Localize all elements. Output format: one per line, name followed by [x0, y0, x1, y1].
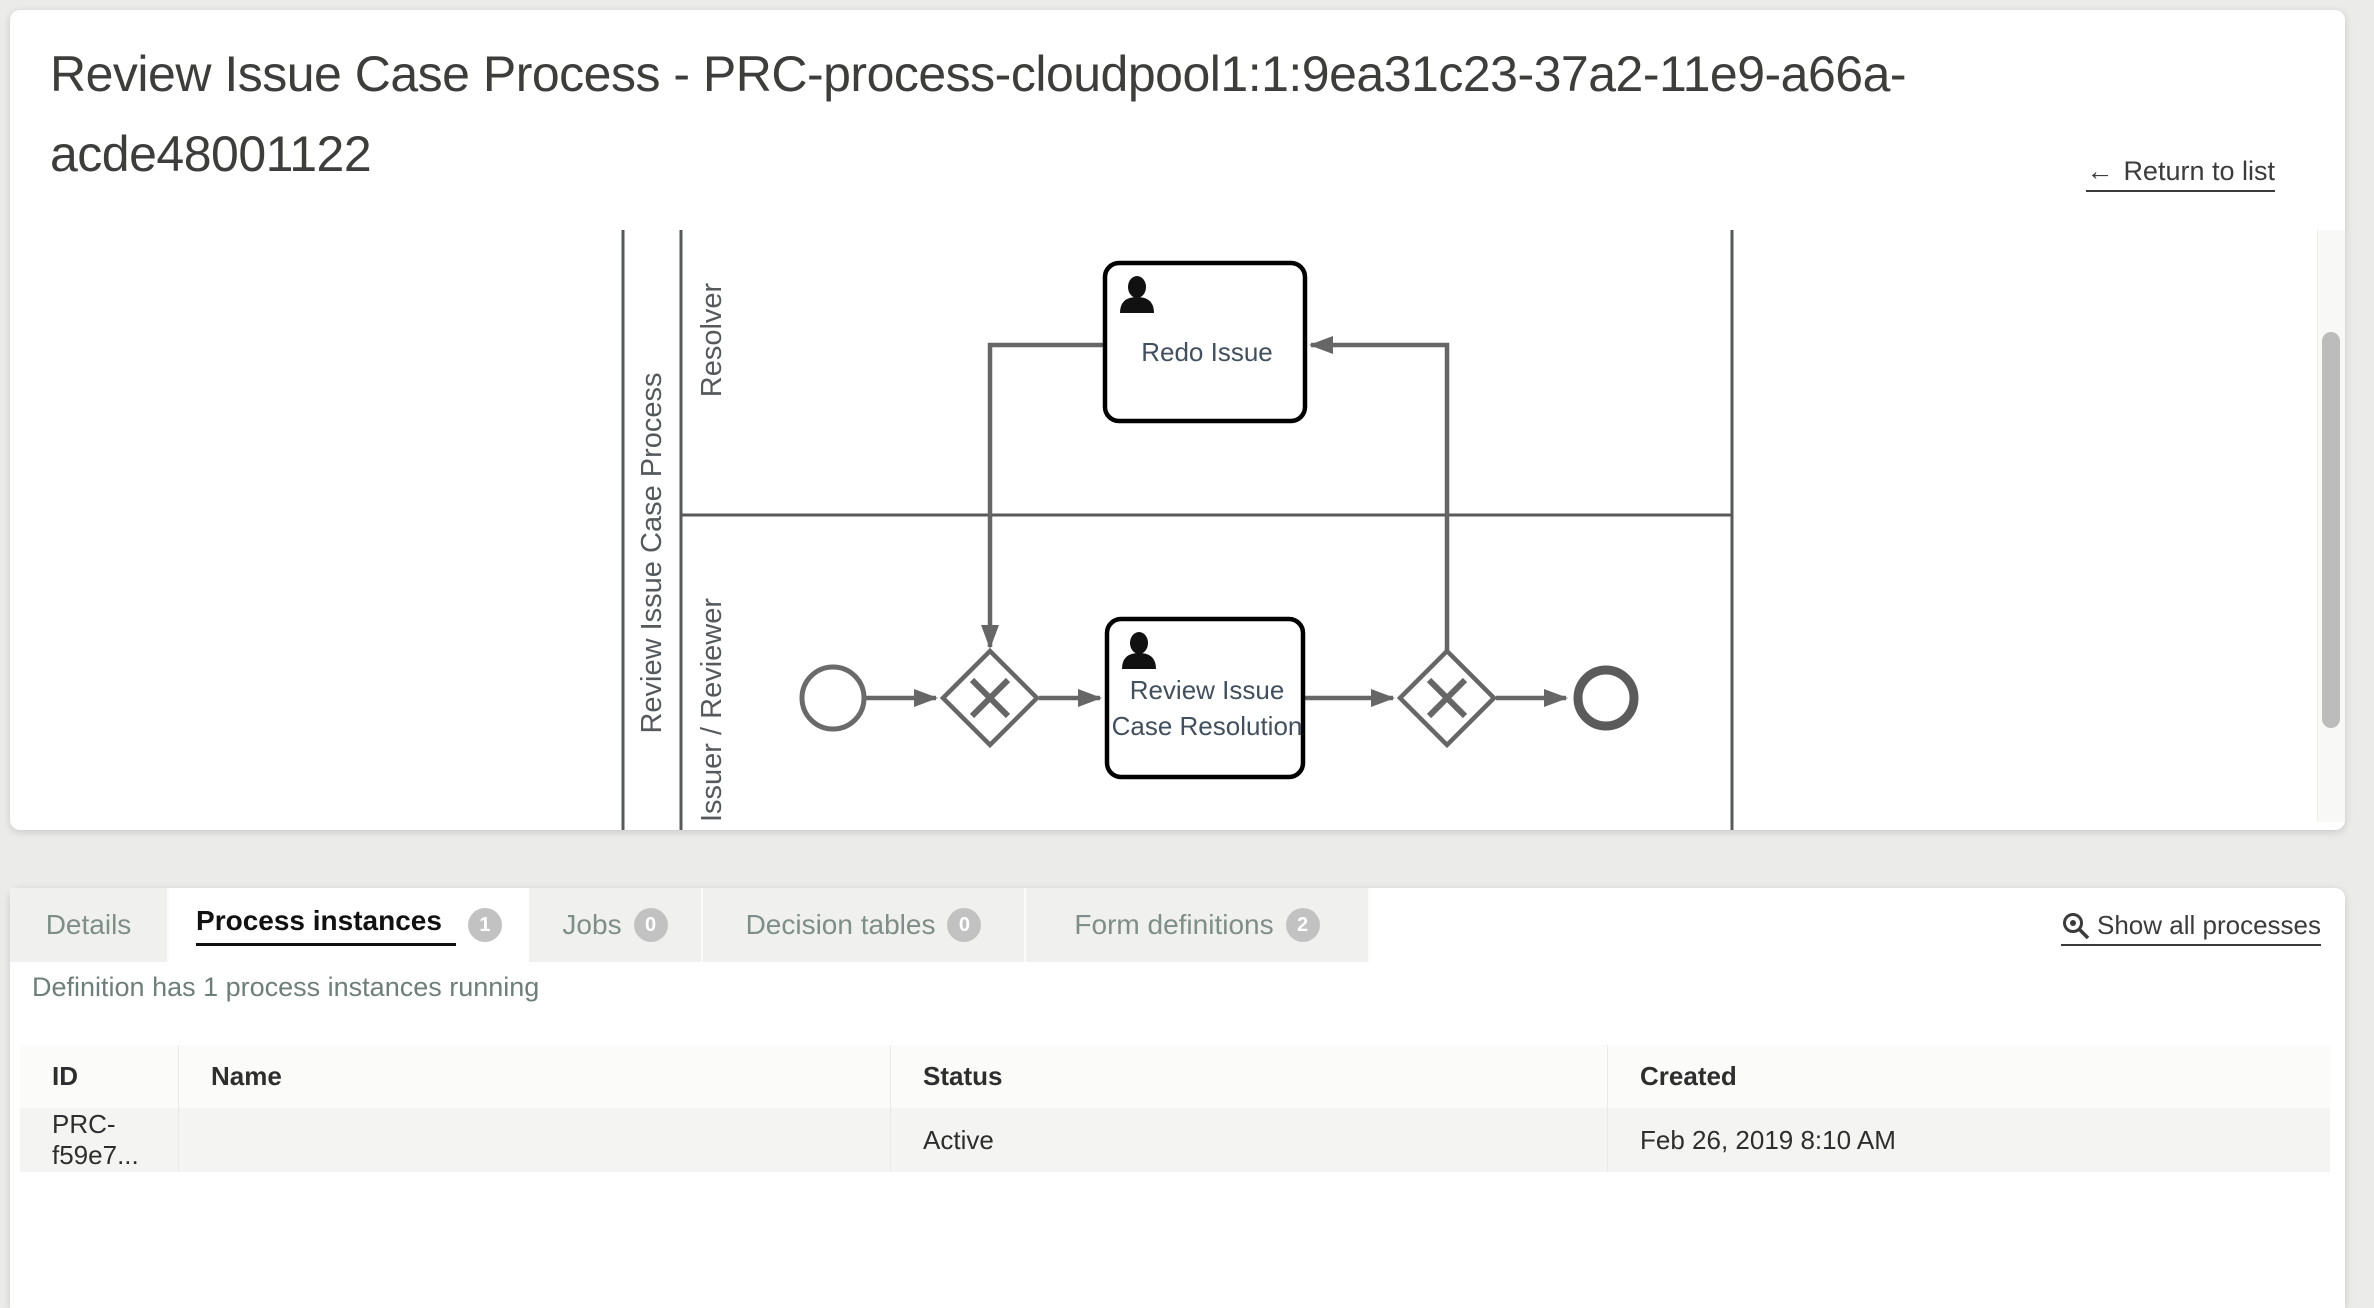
col-header-name: Name: [178, 1045, 890, 1108]
bpmn-diagram: Review Issue Case Process Resolver Issue…: [621, 230, 1734, 830]
task-label-redo-issue: Redo Issue: [1141, 337, 1273, 367]
pool-frame: [621, 230, 1734, 830]
process-definition-card: Review Issue Case Process - PRC-process-…: [10, 10, 2345, 830]
end-event: [1573, 665, 1639, 731]
tab-badge: 0: [633, 908, 668, 942]
cell-name: [178, 1108, 890, 1172]
lane-label-issuer-reviewer: Issuer / Reviewer: [696, 598, 728, 822]
tab-form-definitions[interactable]: Form definitions 2: [1026, 888, 1370, 962]
tab-process-instances[interactable]: Process instances 1: [169, 888, 529, 962]
table-row[interactable]: PRC-f59e7... Active Feb 26, 2019 8:10 AM: [20, 1108, 2330, 1172]
show-all-processes-label: Show all processes: [2097, 910, 2321, 940]
table-header-row: ID Name Status Created: [20, 1045, 2330, 1108]
sequence-flows: [866, 336, 1568, 707]
col-header-created: Created: [1607, 1045, 2330, 1108]
start-event: [799, 664, 867, 732]
pool-label: Review Issue Case Process: [636, 372, 668, 733]
tab-jobs[interactable]: Jobs 0: [529, 888, 703, 962]
col-header-status: Status: [890, 1045, 1607, 1108]
col-header-id: ID: [52, 1061, 78, 1091]
task-label-review-line1: Review Issue: [1130, 675, 1285, 705]
exclusive-gateway-join: [939, 647, 1041, 749]
tab-badge: 2: [1285, 908, 1320, 942]
cell-status: Active: [890, 1108, 1607, 1172]
exclusive-gateway-split: [1396, 647, 1498, 749]
person-icon: [1122, 632, 1156, 669]
tab-decision-tables[interactable]: Decision tables 0: [703, 888, 1026, 962]
user-task-redo-issue: Redo Issue: [1102, 260, 1308, 424]
tab-details[interactable]: Details: [10, 888, 169, 962]
user-task-review-issue-case-resolution: Review Issue Case Resolution: [1104, 616, 1306, 780]
tab-bar: Details Process instances 1 Jobs 0 Decis…: [10, 888, 1370, 962]
cell-id: PRC-f59e7...: [52, 1109, 139, 1170]
definition-tabs-card: Details Process instances 1 Jobs 0 Decis…: [10, 888, 2345, 1308]
return-to-list-link[interactable]: ← Return to list: [2086, 156, 2275, 192]
person-icon: [1120, 276, 1154, 313]
tab-badge: 1: [467, 908, 502, 942]
page-title: Review Issue Case Process - PRC-process-…: [50, 46, 1907, 182]
cell-created: Feb 26, 2019 8:10 AM: [1607, 1108, 2330, 1172]
diagram-vertical-scrollbar[interactable]: [2317, 230, 2345, 822]
left-arrow-icon: ←: [2086, 156, 2114, 186]
lane-label-resolver: Resolver: [696, 282, 728, 397]
process-instances-table: ID Name Status Created PRC-f59e7... Acti…: [20, 1045, 2330, 1172]
task-label-review-line2: Case Resolution: [1112, 711, 1303, 741]
show-all-processes-link[interactable]: Show all processes: [2061, 910, 2321, 946]
scrollbar-thumb[interactable]: [2322, 332, 2340, 728]
tab-badge: 0: [947, 908, 982, 942]
magnifier-zoom-icon: [2063, 912, 2090, 939]
return-to-list-label: Return to list: [2123, 156, 2275, 186]
instances-summary: Definition has 1 process instances runni…: [32, 972, 540, 1002]
